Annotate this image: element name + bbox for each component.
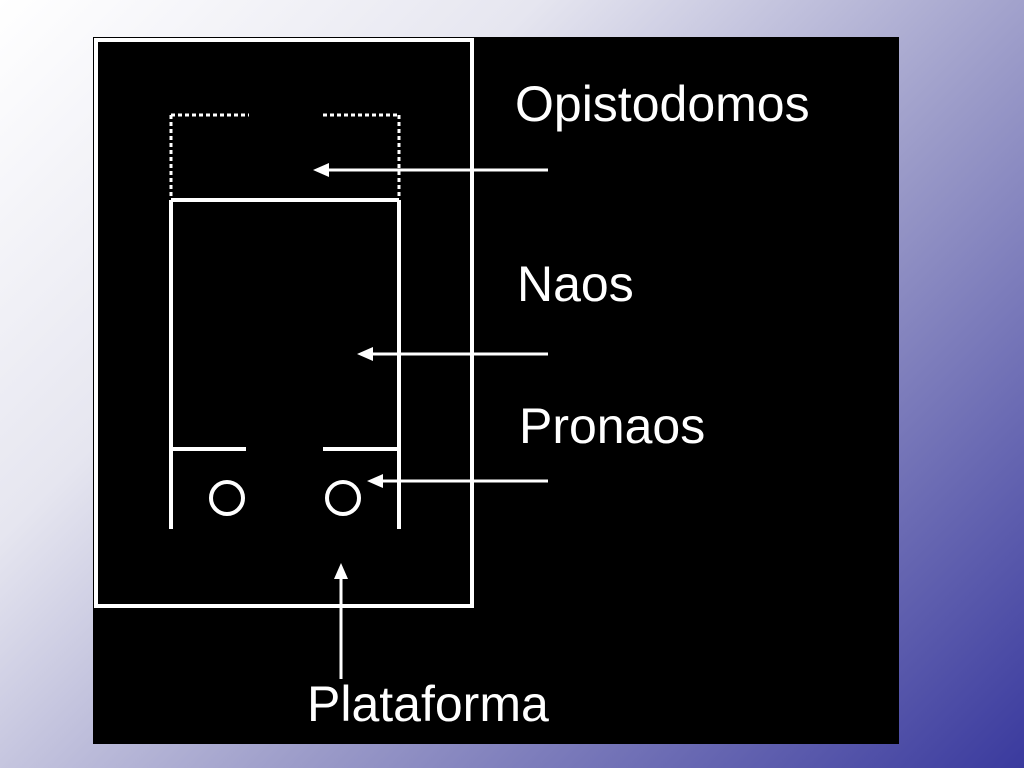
label-plataforma: Plataforma — [307, 676, 549, 732]
arrowhead-opistodomos — [313, 163, 329, 177]
arrowhead-pronaos — [367, 474, 383, 488]
column-left — [209, 480, 245, 516]
label-opistodomos: Opistodomos — [515, 76, 810, 132]
naos-walls — [169, 198, 401, 529]
opistodomos-outline — [169, 113, 401, 197]
temple-plan-drawing — [94, 38, 548, 679]
arrowhead-plataforma — [334, 563, 348, 579]
label-naos: Naos — [517, 256, 634, 312]
column-right — [325, 480, 361, 516]
arrowhead-naos — [357, 347, 373, 361]
label-pronaos: Pronaos — [519, 398, 706, 454]
platform-outline — [94, 38, 474, 608]
temple-plan-diagram: Opistodomos Naos Pronaos Plataforma — [93, 37, 899, 744]
